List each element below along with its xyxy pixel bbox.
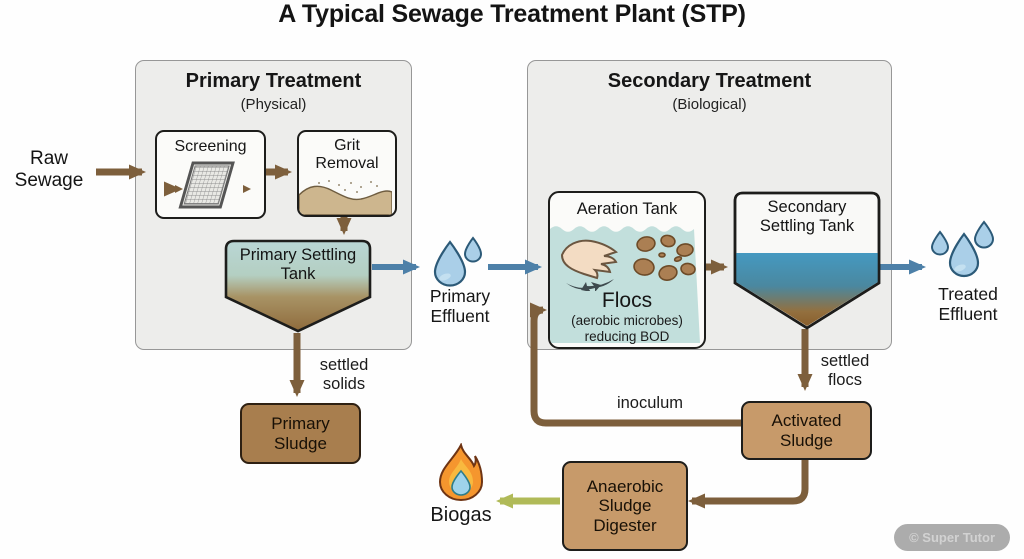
inoculum-arrow (529, 302, 741, 427)
screen-grid-icon (164, 161, 251, 209)
primary-effluent-drops-icon (433, 236, 483, 287)
grit-removal-label: Grit Removal (315, 137, 379, 172)
secondary-tank-shape (733, 191, 881, 330)
primary-effluent-label: Primary Effluent (429, 286, 491, 327)
primary-tank-shape (224, 239, 372, 333)
sludge-to-digester-arrow (688, 458, 809, 509)
mixing-hand-icon (560, 239, 619, 291)
activated-sludge-label: Activated Sludge (771, 410, 842, 450)
flocs-title: Flocs (601, 289, 653, 312)
settled-solids-label: settled solids (319, 356, 369, 393)
grit-removal-box: Grit Removal (297, 130, 397, 217)
raw-sewage-label: Raw Sewage (14, 148, 84, 192)
primary-settling-tank-label: Primary Settling Tank (239, 246, 357, 283)
anaerobic-digester-label: Anaerobic Sludge Digester (586, 476, 664, 535)
biogas-flame-icon (438, 443, 484, 501)
flocs-note-1: (aerobic microbes) (571, 313, 683, 328)
screening-label: Screening (174, 138, 247, 155)
flocs-note-2: reducing BOD (584, 329, 670, 344)
primary-sludge-label: Primary Sludge (271, 413, 330, 453)
secondary-panel-title: Secondary Treatment (607, 70, 812, 92)
treated-effluent-drops-icon (930, 220, 995, 278)
activated-sludge-box: Activated Sludge (741, 401, 872, 460)
aeration-tank-box: Aeration Tank Flocs (aerobic microbes) r… (548, 191, 706, 349)
primary-panel-title: Primary Treatment (185, 70, 362, 92)
aeration-tank-label: Aeration Tank (576, 200, 678, 218)
watermark-badge: © Super Tutor (894, 524, 1010, 551)
grit-sand-icon (299, 180, 392, 215)
flocs-icon (633, 234, 696, 281)
secondary-settling-tank: Secondary Settling Tank (733, 191, 881, 331)
primary-settling-tank: Primary Settling Tank (224, 239, 372, 333)
anaerobic-digester-box: Anaerobic Sludge Digester (562, 461, 688, 551)
page-title: A Typical Sewage Treatment Plant (STP) (278, 0, 746, 28)
primary-panel-subtitle: (Physical) (240, 96, 307, 113)
primary-sludge-box: Primary Sludge (240, 403, 361, 464)
treated-effluent-label: Treated Effluent (938, 284, 998, 325)
biogas-label: Biogas (430, 504, 492, 526)
inoculum-label: inoculum (616, 394, 684, 412)
screening-box: Screening (155, 130, 266, 219)
secondary-panel-subtitle: (Biological) (672, 96, 747, 113)
secondary-settling-tank-label: Secondary Settling Tank (759, 198, 855, 235)
settled-flocs-label: settled flocs (820, 352, 870, 389)
